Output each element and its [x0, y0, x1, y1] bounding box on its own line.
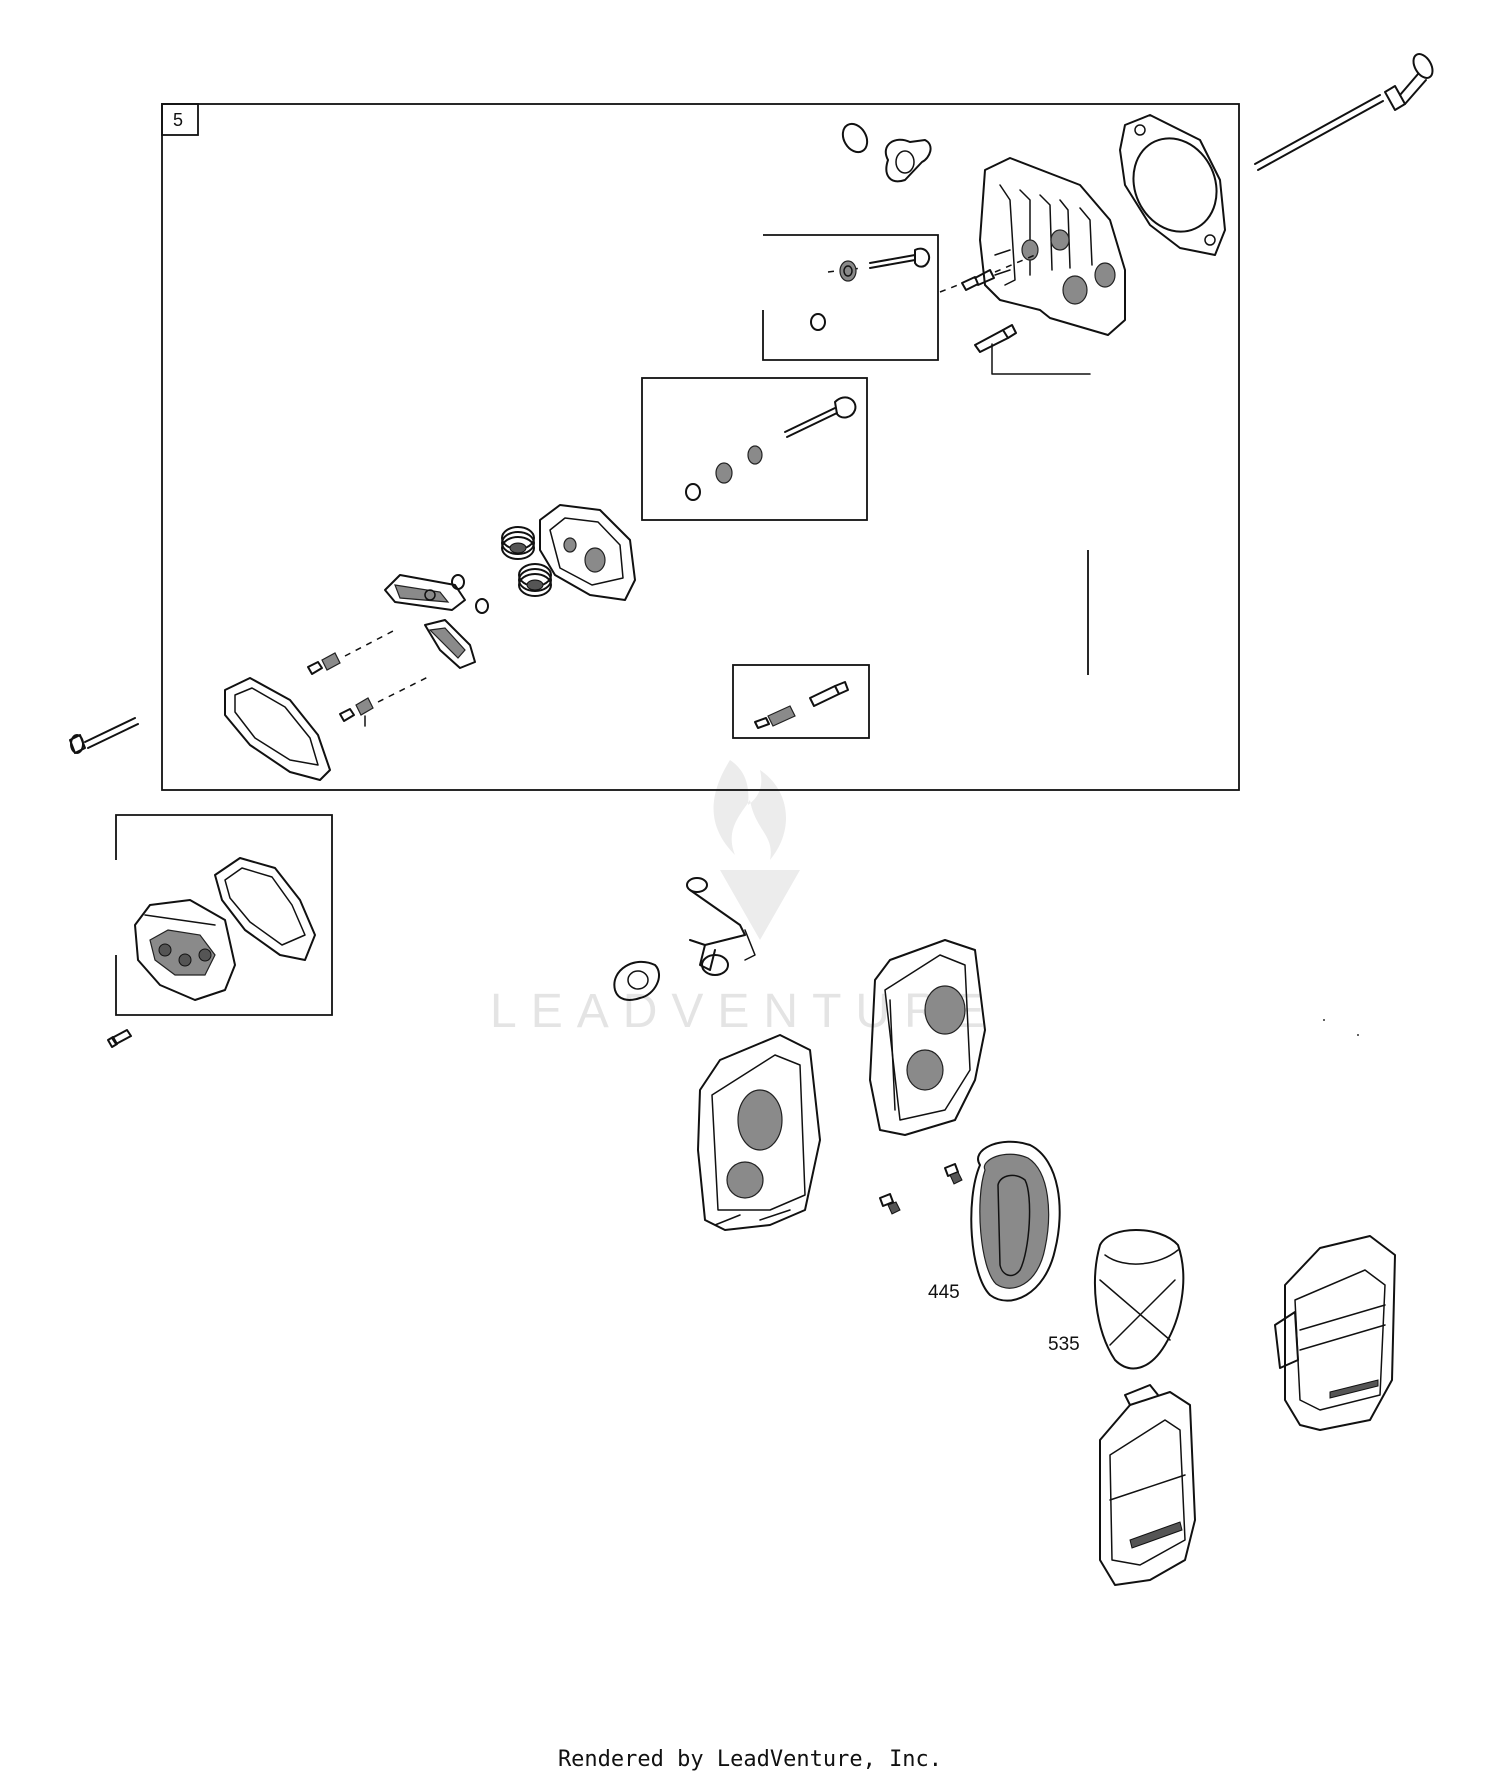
stray-mark-2	[1357, 1034, 1359, 1036]
valve-cap-lower	[475, 598, 489, 614]
head-stud-lower	[974, 324, 1091, 375]
kit-box-number-frame	[161, 103, 199, 136]
rocker-stud-kit-box	[732, 664, 870, 739]
footer-credit: Rendered by LeadVenture, Inc.	[557, 1747, 943, 1772]
head-bolt-long	[1254, 53, 1434, 171]
cylinder-head	[979, 157, 1126, 336]
rocker-stud-lower	[339, 675, 431, 727]
rocker-arm-lower	[424, 619, 476, 669]
air-cleaner-cover-right	[1274, 1235, 1396, 1431]
base-screw-lower	[879, 1193, 901, 1215]
head-stud-upper	[939, 254, 1036, 293]
callout-535: 535	[1048, 1334, 1080, 1355]
rocker-cover	[134, 899, 236, 1001]
kit-box-number: 5	[173, 110, 183, 130]
intake-valve-box	[641, 377, 868, 521]
head-gasket	[1119, 114, 1226, 256]
rocker-cover-gasket	[224, 677, 331, 781]
breather-gasket	[613, 960, 660, 1001]
breather-elbow	[686, 877, 756, 976]
kit-box-5	[161, 103, 1240, 791]
o-ring-top	[841, 122, 869, 154]
callout-445: 445	[928, 1282, 960, 1303]
valve-cap-upper	[451, 574, 465, 590]
air-cleaner-backplate	[697, 1034, 821, 1231]
rocker-stud-kit	[754, 681, 849, 729]
air-filter-element	[970, 1140, 1061, 1302]
leadventure-watermark: LEADVENTURE	[490, 760, 999, 1038]
exhaust-valve-box	[762, 234, 939, 361]
rocker-arm-upper	[384, 574, 466, 611]
pre-cleaner	[1094, 1229, 1185, 1370]
head-bolt-left	[69, 717, 139, 754]
base-screw-upper	[944, 1163, 963, 1185]
rocker-box	[539, 504, 636, 601]
air-filter-base	[869, 939, 986, 1136]
rocker-cover-screw	[107, 1029, 132, 1048]
exhaust-gasket	[884, 138, 932, 183]
rocker-stud-upper	[307, 629, 396, 675]
stray-mark-1	[1323, 1019, 1325, 1021]
intake-valve	[685, 396, 857, 501]
rocker-cover-box	[115, 814, 333, 1016]
valve-spring-lower	[518, 563, 552, 597]
air-cleaner-cover-bottom	[1099, 1384, 1196, 1586]
valve-spring-upper	[501, 526, 535, 560]
exhaust-valve	[810, 247, 931, 331]
watermark-text: LEADVENTURE	[490, 985, 999, 1038]
rocker-cover-gasket-left	[214, 857, 316, 961]
